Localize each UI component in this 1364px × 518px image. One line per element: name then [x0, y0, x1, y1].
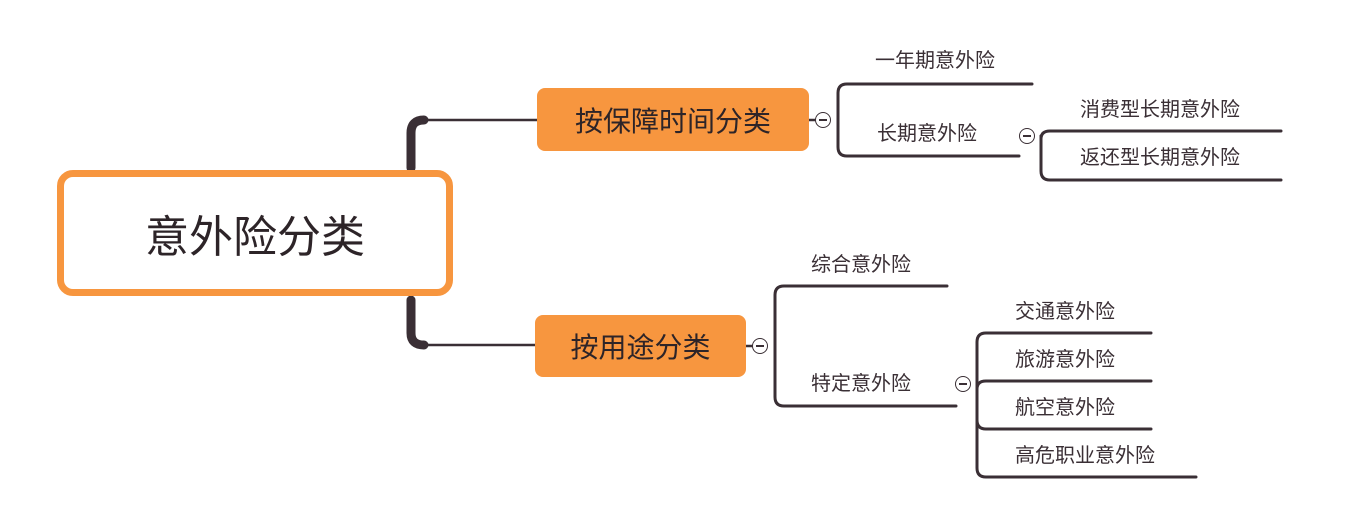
subtopic-comprehensive[interactable]: 综合意外险 [811, 252, 911, 276]
collapse-minus-icon[interactable] [752, 338, 768, 354]
subtopic-return-long-term[interactable]: 返还型长期意外险 [1080, 145, 1240, 169]
collapse-minus-icon[interactable] [955, 376, 971, 392]
topic-by-purpose[interactable]: 按用途分类 [535, 315, 746, 377]
long-term-branch-line [1039, 129, 1283, 141]
root-topic[interactable]: 意外险分类 [57, 170, 453, 296]
long-term-branch-line-lower [1039, 134, 1283, 182]
topic-label: 按保障时间分类 [574, 104, 771, 138]
root-topic-label: 意外险分类 [145, 212, 365, 263]
subtopic-aviation[interactable]: 航空意外险 [1015, 395, 1115, 419]
subtopic-long-term[interactable]: 长期意外险 [877, 121, 977, 145]
subtopic-high-risk-occupation[interactable]: 高危职业意外险 [1015, 443, 1155, 467]
root-trunk-line [406, 115, 429, 173]
subtopic-traffic[interactable]: 交通意外险 [1015, 299, 1115, 323]
topic-label: 按用途分类 [570, 331, 711, 364]
topic-b-branch-line [773, 284, 949, 348]
topic-a-branch-line [836, 82, 1034, 122]
specific-branch-line-4 [975, 382, 1198, 479]
root-trunk-line-lower [406, 295, 429, 350]
subtopic-consumption-long-term[interactable]: 消费型长期意外险 [1080, 97, 1240, 121]
specific-branch-line-2 [975, 379, 1153, 391]
topic-b-branch-line-lower [773, 344, 958, 408]
specific-branch-line-1 [975, 331, 1153, 386]
subtopic-one-year[interactable]: 一年期意外险 [875, 48, 995, 72]
collapse-minus-icon[interactable] [815, 112, 831, 128]
subtopic-specific[interactable]: 特定意外险 [811, 371, 911, 395]
topic-a-branch-line-lower [836, 118, 1021, 158]
collapse-minus-icon[interactable] [1019, 128, 1035, 144]
subtopic-travel[interactable]: 旅游意外险 [1015, 347, 1115, 371]
topic-by-coverage-period[interactable]: 按保障时间分类 [537, 88, 809, 151]
